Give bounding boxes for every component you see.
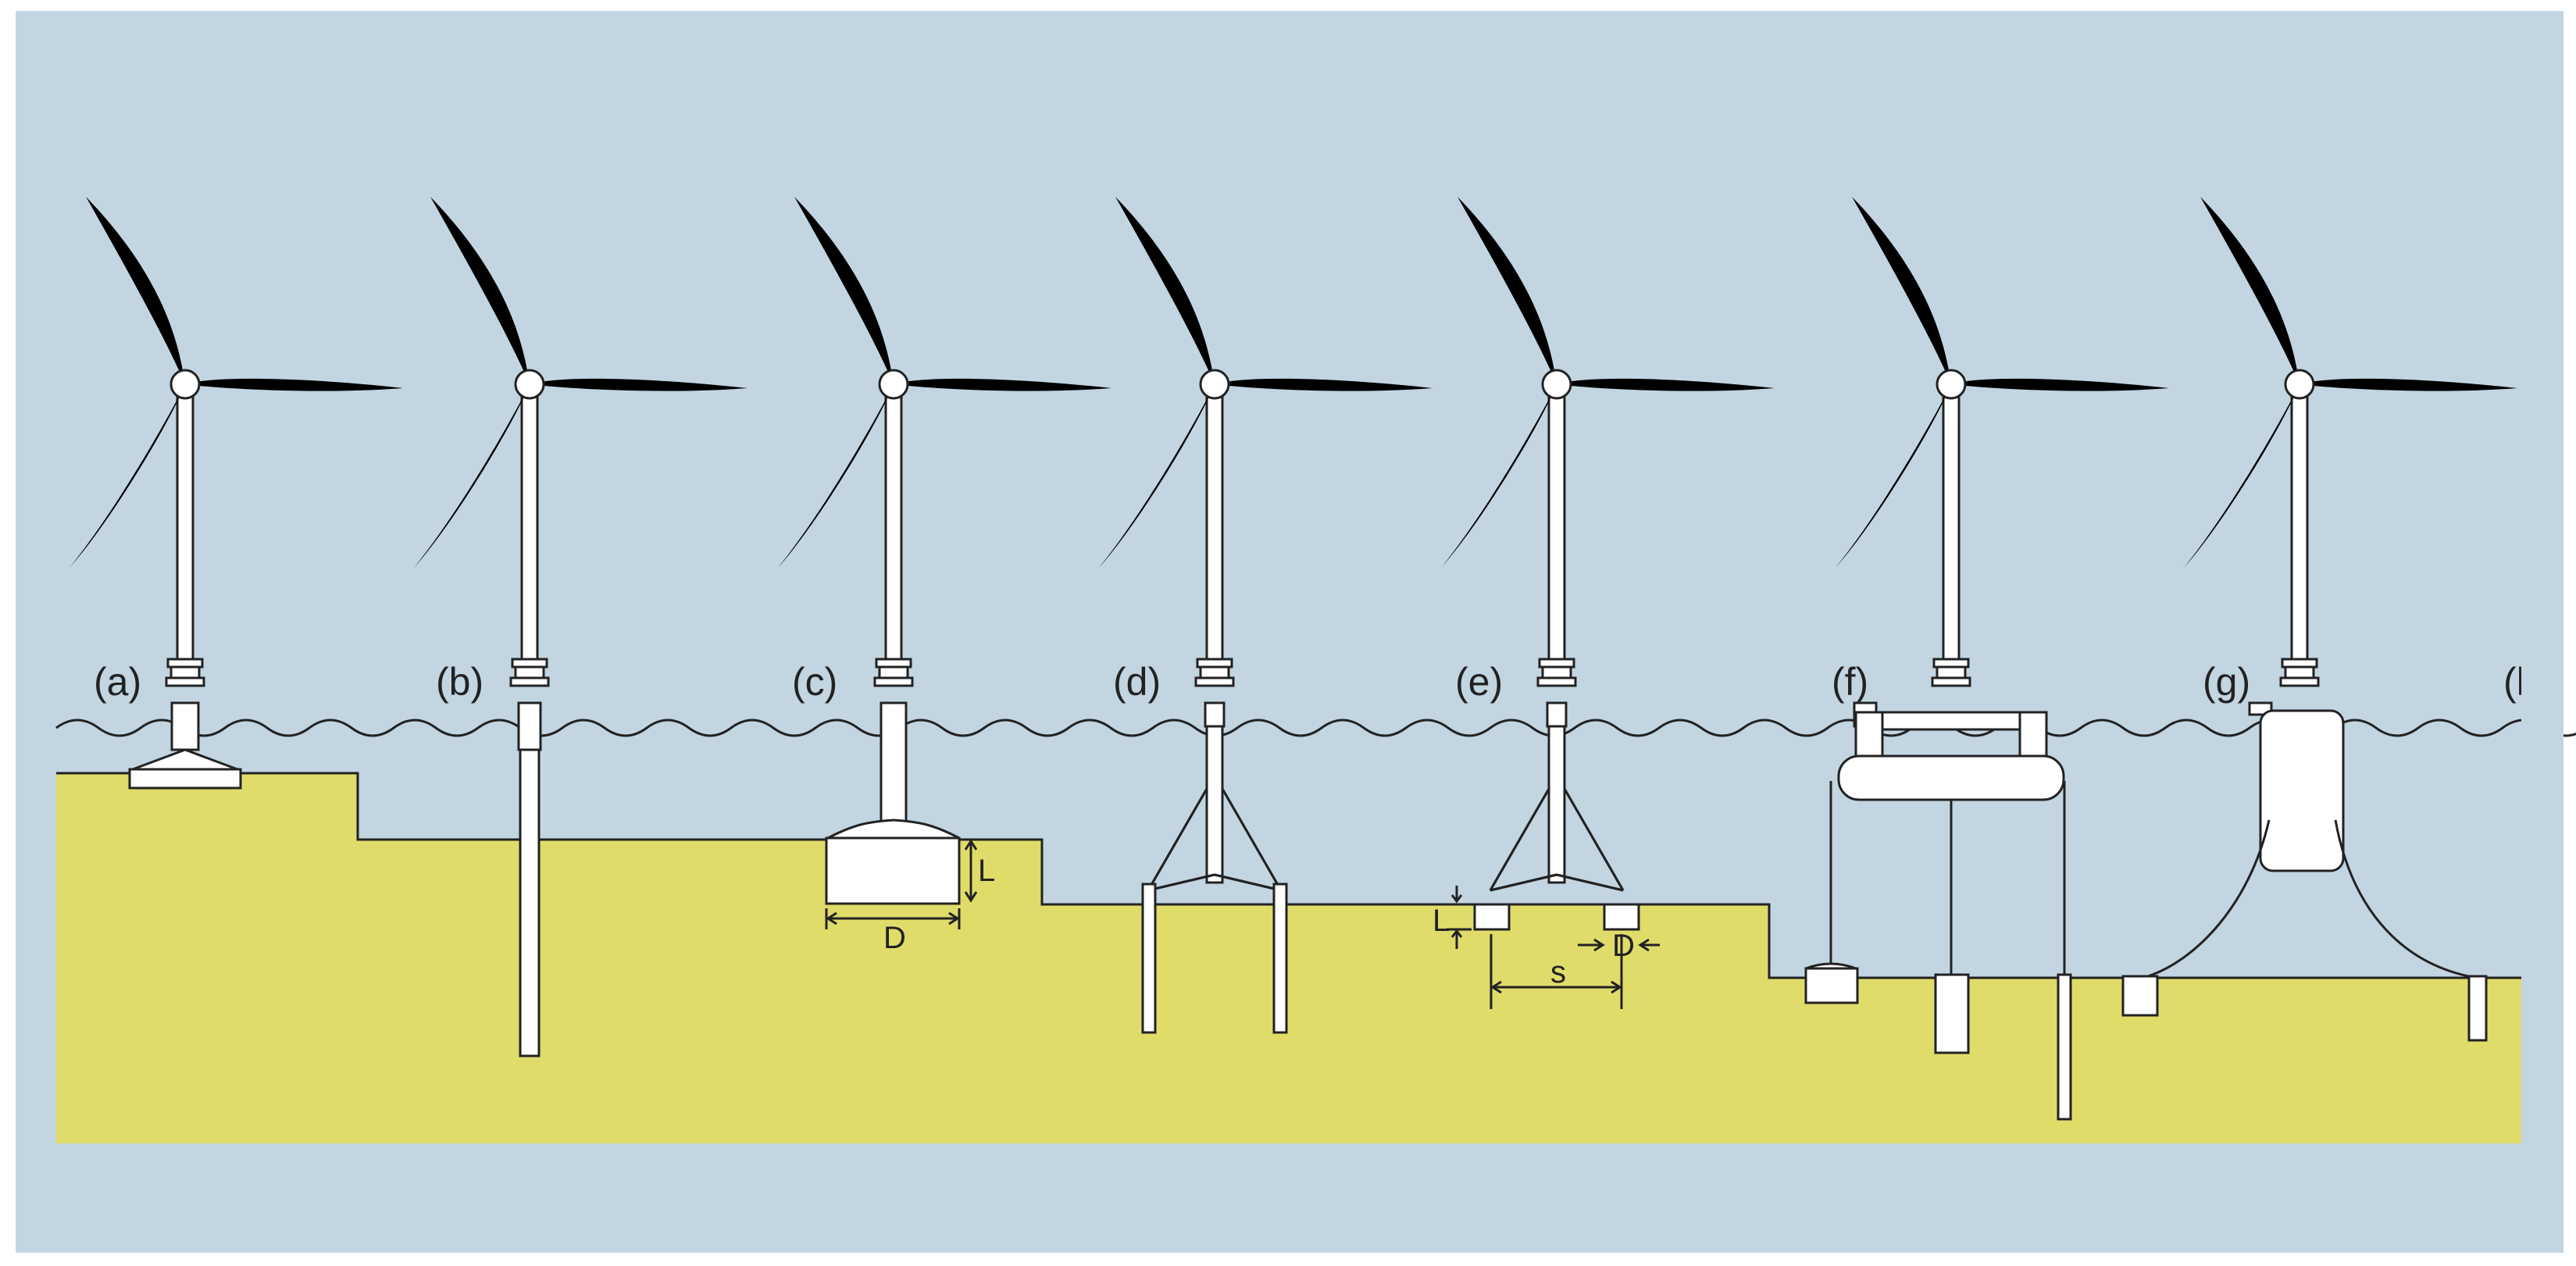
dimension-e: L D s bbox=[1432, 886, 1660, 1009]
seabed bbox=[56, 773, 2521, 1143]
dimension-e-spacing: s bbox=[1550, 955, 1566, 990]
right-crop-margin bbox=[2521, 11, 2564, 1253]
case-label-d: (d) bbox=[1113, 660, 1161, 704]
dimension-e-diameter: D bbox=[1612, 929, 1635, 963]
foundation-e-tripod-buckets bbox=[1473, 701, 1640, 931]
foundation-d-tripod-piles bbox=[1141, 701, 1288, 1034]
dimension-c-height: L bbox=[978, 854, 995, 888]
foundation-f-tension-leg bbox=[1804, 701, 2072, 1121]
dimension-c-diameter: D bbox=[883, 921, 906, 955]
case-label-e: (e) bbox=[1455, 660, 1503, 704]
seabed-outline bbox=[56, 772, 2521, 979]
foundation-a-gravity-base bbox=[128, 701, 242, 790]
case-label-c: (c) bbox=[792, 660, 837, 704]
foundation-g-spar-buoy bbox=[2121, 701, 2488, 1042]
case-label-a: (a) bbox=[94, 660, 141, 704]
foundation-c-suction-bucket bbox=[825, 701, 961, 905]
dimension-e-height: L bbox=[1432, 904, 1450, 938]
foundation-b-monopile bbox=[517, 701, 542, 1057]
case-label-f: (f) bbox=[1832, 660, 1868, 704]
case-label-g: (g) bbox=[2203, 660, 2250, 704]
case-label-b: (b) bbox=[436, 660, 483, 704]
dimension-c: L D bbox=[825, 839, 995, 955]
